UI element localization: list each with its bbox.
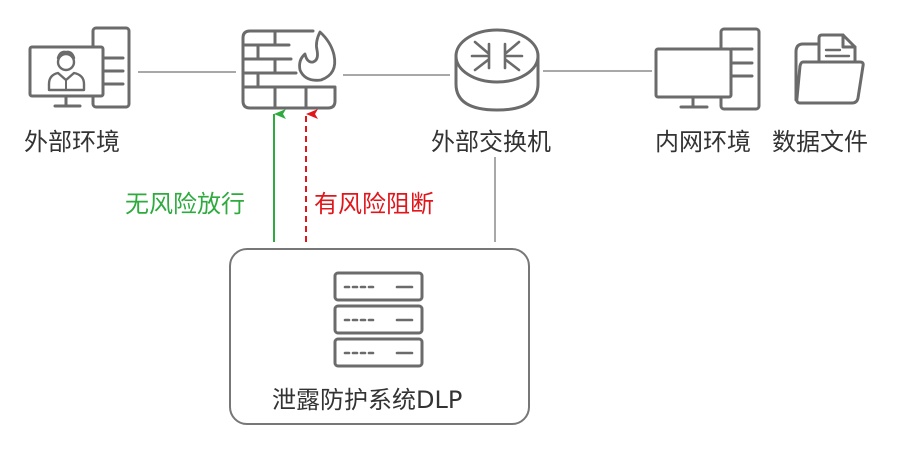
user-computer-icon (28, 26, 131, 109)
firewall-icon (241, 29, 337, 110)
server-stack-icon (333, 271, 424, 368)
data-files-label: 数据文件 (772, 128, 868, 156)
folder-document-icon (794, 33, 865, 105)
dlp-system-box (229, 248, 530, 425)
internal-env-label: 内网环境 (655, 128, 751, 156)
dlp-label: 泄露防护系统DLP (272, 386, 463, 414)
external-switch-label: 外部交换机 (431, 128, 551, 156)
connectors (138, 70, 652, 242)
switch-router-icon (454, 28, 540, 112)
allow-flow-label: 无风险放行 (125, 190, 245, 218)
block-flow-label: 有风险阻断 (314, 190, 434, 218)
desktop-computer-icon (654, 27, 761, 111)
external-env-label: 外部环境 (24, 128, 120, 156)
